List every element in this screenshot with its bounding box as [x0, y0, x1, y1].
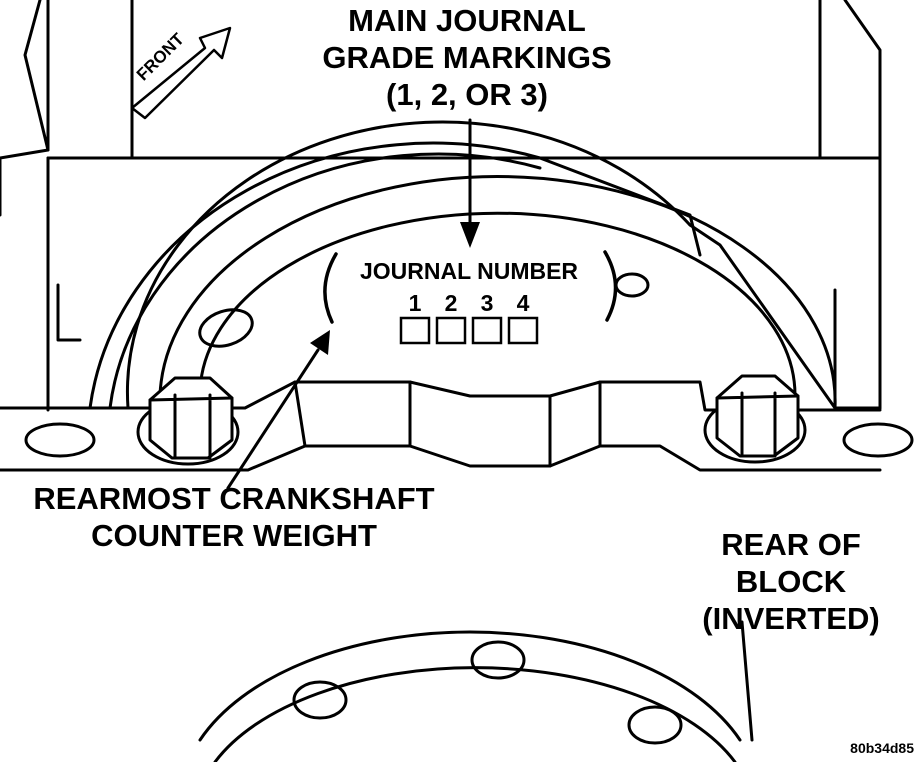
grade-box-1: [399, 316, 431, 345]
grade-box-3: [471, 316, 503, 345]
front-arrow-icon: [130, 26, 232, 120]
bolt-hole-left: [24, 422, 96, 458]
journal-number-1: 1: [408, 290, 422, 316]
journal-grade-boxes: [399, 316, 539, 345]
figure-id: 80b34d85: [850, 740, 914, 756]
rear-of-block-label: REAR OF BLOCK (INVERTED): [680, 526, 902, 637]
rear-label-line-3: (INVERTED): [702, 601, 880, 636]
counter-arrow-head: [310, 330, 330, 355]
bolt-left: [136, 376, 240, 466]
journal-number-2: 2: [444, 290, 458, 316]
grade-label-line-2: GRADE MARKINGS: [322, 40, 612, 75]
grade-arrow-head: [460, 222, 480, 248]
rear-label-line-2: BLOCK: [735, 564, 847, 599]
bracket-left: [323, 252, 338, 324]
oil-hole-left: [198, 308, 254, 348]
journal-number-label: JOURNAL NUMBER: [359, 258, 579, 284]
oil-hole-right: [614, 272, 650, 298]
grade-box-4: [507, 316, 539, 345]
journal-number-3: 3: [480, 290, 494, 316]
journal-number-4: 4: [516, 290, 530, 316]
counter-label-line-2: COUNTER WEIGHT: [91, 518, 377, 553]
grade-markings-label: MAIN JOURNAL GRADE MARKINGS (1, 2, OR 3): [292, 2, 642, 113]
rear-of-block-outline: [198, 630, 742, 762]
bolt-right: [703, 374, 807, 464]
bolt-hole-right: [842, 422, 914, 458]
bracket-right: [603, 250, 618, 322]
counter-weight-label: REARMOST CRANKSHAFT COUNTER WEIGHT: [0, 480, 468, 554]
grade-label-line-3: (1, 2, OR 3): [386, 77, 548, 112]
rear-label-line-1: REAR OF: [721, 527, 861, 562]
counter-label-line-1: REARMOST CRANKSHAFT: [33, 481, 435, 516]
block-background-outline: [0, 0, 882, 412]
leader-arrows: [226, 118, 754, 742]
grade-label-line-1: MAIN JOURNAL: [348, 3, 586, 38]
grade-box-2: [435, 316, 467, 345]
rearmost-counter-weight: [0, 380, 882, 472]
